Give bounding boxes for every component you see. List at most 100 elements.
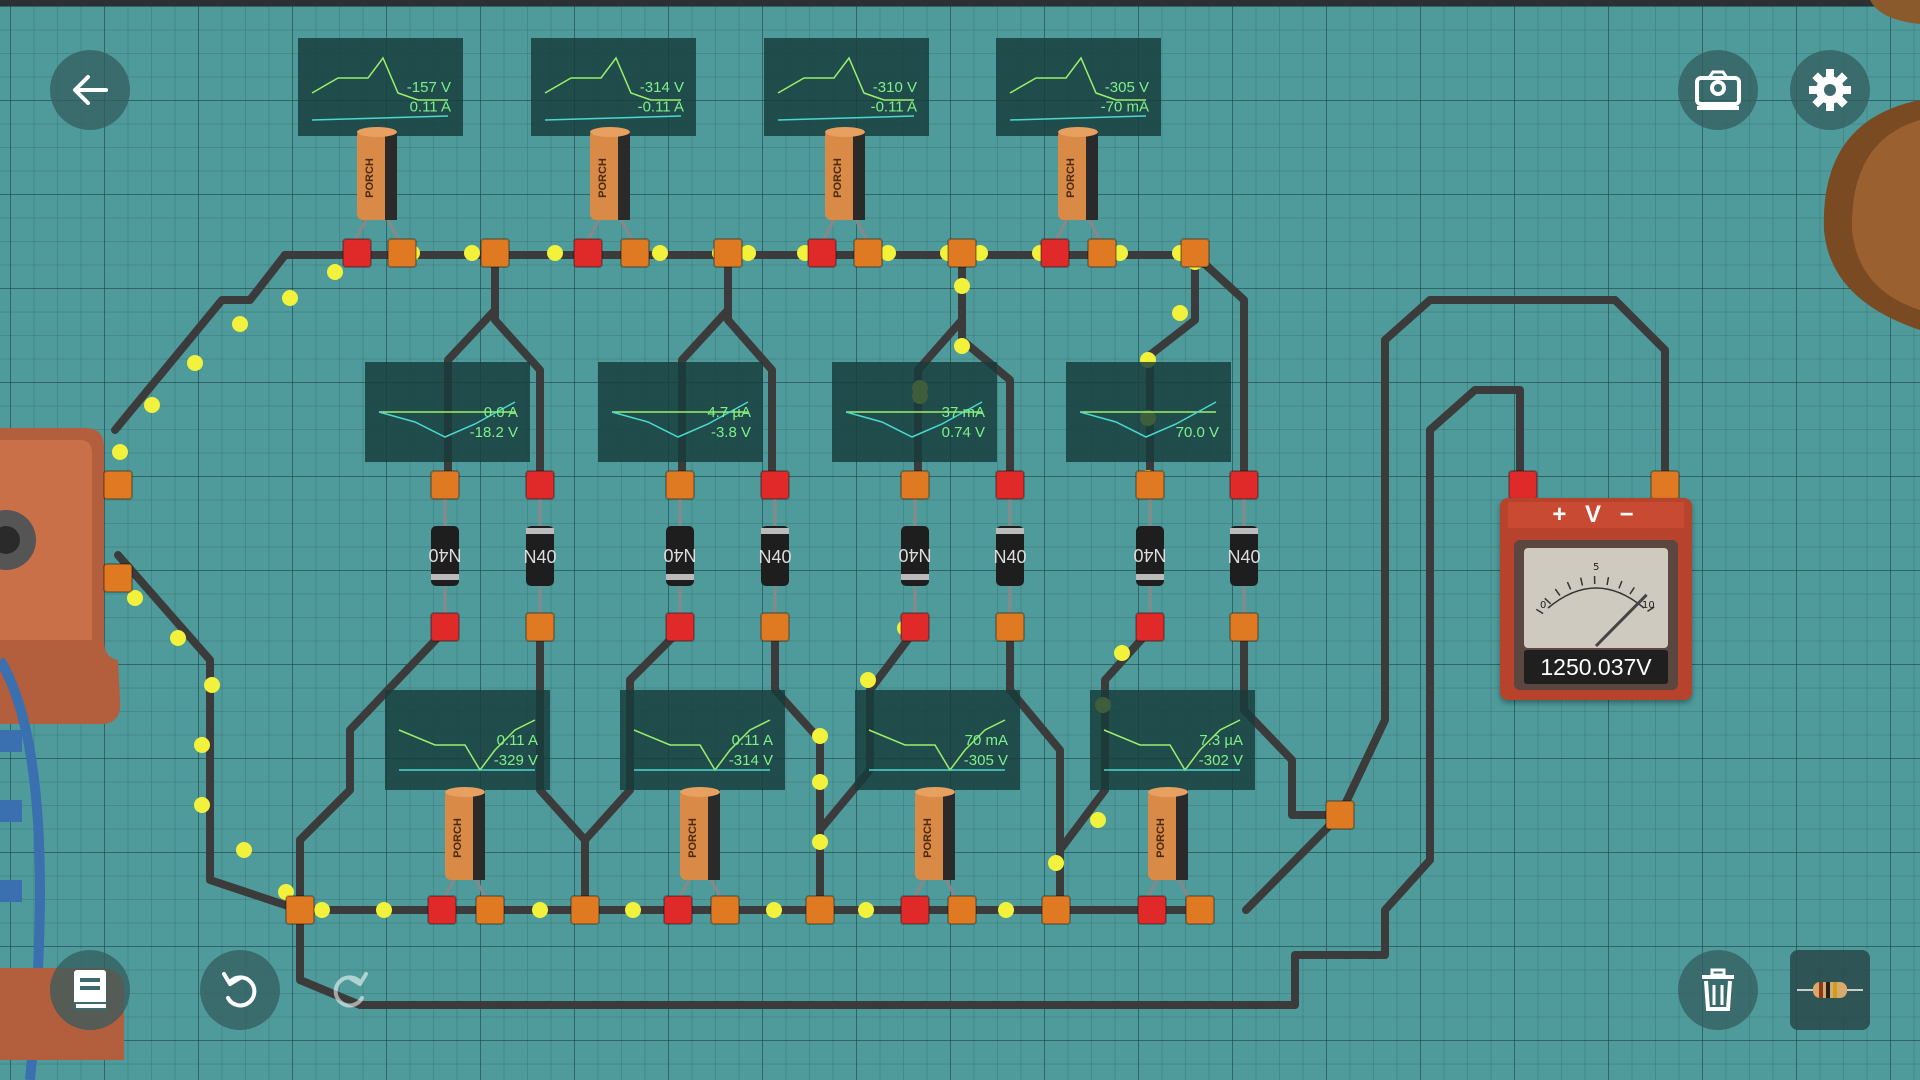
diode[interactable]: N40 xyxy=(758,496,792,616)
connection-pin[interactable] xyxy=(900,612,930,642)
scale-tick xyxy=(1647,606,1655,613)
scope-reading-2: -18.2 V xyxy=(470,424,518,441)
undo-button[interactable] xyxy=(200,950,280,1030)
diode[interactable]: N40 xyxy=(1227,496,1261,616)
connection-pin[interactable] xyxy=(1185,895,1215,925)
connection-pin[interactable] xyxy=(1508,470,1538,500)
connection-pin[interactable] xyxy=(663,895,693,925)
capacitor[interactable]: PORCH xyxy=(1054,127,1102,241)
connection-pin[interactable] xyxy=(620,238,650,268)
capacitor-brand: PORCH xyxy=(364,158,376,198)
back-button[interactable] xyxy=(50,50,130,130)
connection-pin[interactable] xyxy=(430,612,460,642)
diode[interactable]: N40 xyxy=(523,496,557,616)
connection-pin[interactable] xyxy=(805,895,835,925)
connection-pin[interactable] xyxy=(342,238,372,268)
capacitor[interactable]: PORCH xyxy=(353,127,401,241)
wire-segment[interactable] xyxy=(1191,251,1248,489)
wire-segment[interactable] xyxy=(1242,811,1344,914)
connection-pin[interactable] xyxy=(285,895,315,925)
screenshot-button[interactable] xyxy=(1678,50,1758,130)
connection-pin[interactable] xyxy=(573,238,603,268)
connection-pin[interactable] xyxy=(900,470,930,500)
capacitor-brand: PORCH xyxy=(452,818,464,858)
wire-segment[interactable] xyxy=(111,251,289,434)
diode[interactable]: N40 xyxy=(428,496,462,616)
current-dot xyxy=(954,278,970,294)
connection-pin[interactable] xyxy=(1137,895,1167,925)
redo-button[interactable] xyxy=(310,950,390,1030)
multimeter-probe-device[interactable] xyxy=(1823,0,1920,330)
capacitor[interactable]: PORCH xyxy=(441,787,489,901)
connection-pin[interactable] xyxy=(475,895,505,925)
connection-pin[interactable] xyxy=(1135,470,1165,500)
scope-reading-2: -0.11 A xyxy=(871,99,917,116)
connection-pin[interactable] xyxy=(1040,238,1070,268)
connection-pin[interactable] xyxy=(525,612,555,642)
connection-pin[interactable] xyxy=(525,470,555,500)
connection-pin[interactable] xyxy=(427,895,457,925)
capacitor[interactable]: PORCH xyxy=(586,127,634,241)
wire-segment[interactable] xyxy=(1006,626,1064,864)
delete-button[interactable] xyxy=(1678,950,1758,1030)
connection-pin[interactable] xyxy=(853,238,883,268)
wire-segment[interactable] xyxy=(958,251,1014,489)
connection-pin[interactable] xyxy=(1180,238,1210,268)
wire-segment[interactable] xyxy=(296,386,1524,1009)
connection-pin[interactable] xyxy=(760,612,790,642)
connection-pin[interactable] xyxy=(760,470,790,500)
current-dot xyxy=(236,842,252,858)
settings-button[interactable] xyxy=(1790,50,1870,130)
diode-label: N40 xyxy=(1227,547,1260,567)
connection-pin[interactable] xyxy=(1650,470,1680,500)
connection-pin[interactable] xyxy=(995,470,1025,500)
capacitor[interactable]: PORCH xyxy=(1144,787,1192,901)
scale-mid-label: 5 xyxy=(1593,562,1599,573)
scale-tick xyxy=(1554,588,1561,597)
current-dot xyxy=(464,245,480,261)
connection-pin[interactable] xyxy=(1087,238,1117,268)
connection-pin[interactable] xyxy=(665,470,695,500)
current-dot xyxy=(766,902,782,918)
connection-pin[interactable] xyxy=(480,238,510,268)
connection-pin[interactable] xyxy=(103,470,133,500)
wire-segment[interactable] xyxy=(1240,626,1342,819)
wire-segment[interactable] xyxy=(114,551,304,914)
connection-pin[interactable] xyxy=(103,563,133,593)
wire-segment[interactable] xyxy=(296,626,449,914)
voltmeter[interactable]: + V − 0 5 10 1250.037V xyxy=(1500,498,1692,700)
diode[interactable]: N40 xyxy=(993,496,1027,616)
connection-pin[interactable] xyxy=(900,895,930,925)
capacitor[interactable]: PORCH xyxy=(821,127,869,241)
component-picker-button[interactable] xyxy=(1790,950,1870,1030)
connection-pin[interactable] xyxy=(665,612,695,642)
connection-pin[interactable] xyxy=(947,895,977,925)
connection-pin[interactable] xyxy=(570,895,600,925)
diode[interactable]: N40 xyxy=(898,496,932,616)
wire-segment[interactable] xyxy=(491,251,544,489)
connection-pin[interactable] xyxy=(1325,800,1355,830)
scale-tick xyxy=(1618,580,1623,589)
diode[interactable]: N40 xyxy=(663,496,697,616)
current-dot xyxy=(532,902,548,918)
diode[interactable]: N40 xyxy=(1133,496,1167,616)
connection-pin[interactable] xyxy=(807,238,837,268)
capacitor-brand: PORCH xyxy=(832,158,844,198)
connection-pin[interactable] xyxy=(1229,612,1259,642)
connection-pin[interactable] xyxy=(387,238,417,268)
capacitor[interactable]: PORCH xyxy=(676,787,724,901)
connection-pin[interactable] xyxy=(710,895,740,925)
connection-pin[interactable] xyxy=(1229,470,1259,500)
connection-pin[interactable] xyxy=(430,470,460,500)
connection-pin[interactable] xyxy=(995,612,1025,642)
connection-pin[interactable] xyxy=(1135,612,1165,642)
wire-segment[interactable] xyxy=(724,251,776,489)
connection-pin[interactable] xyxy=(947,238,977,268)
notebook-button[interactable] xyxy=(50,950,130,1030)
wire-segment[interactable] xyxy=(1336,296,1669,819)
connection-pin[interactable] xyxy=(1041,895,1071,925)
connection-pin[interactable] xyxy=(713,238,743,268)
scope-voltage-trace xyxy=(311,56,448,101)
capacitor[interactable]: PORCH xyxy=(911,787,959,901)
